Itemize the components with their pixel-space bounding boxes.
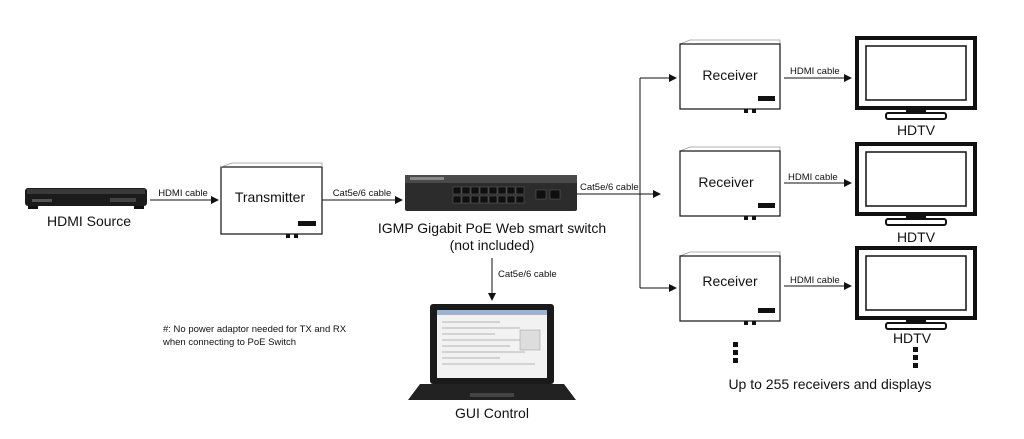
switch-note: (not included) bbox=[450, 237, 535, 253]
capacity-caption: Up to 255 receivers and displays bbox=[728, 376, 931, 392]
tv-icon bbox=[855, 246, 977, 330]
hdmi-cable-label: HDMI cable bbox=[158, 188, 208, 199]
hdmi-source-device bbox=[25, 188, 147, 209]
hdtv-2-label: HDTV bbox=[897, 229, 936, 245]
receiver-box bbox=[679, 146, 781, 220]
hdmi-label-3: HDMI cable bbox=[790, 275, 840, 286]
switch-label: IGMP Gigabit PoE Web smart switch bbox=[378, 220, 606, 236]
transmitter-label: Transmitter bbox=[235, 189, 306, 205]
transmitter-box bbox=[220, 162, 323, 238]
hdtv-1-label: HDTV bbox=[897, 122, 936, 138]
hdmi-label-1: HDMI cable bbox=[790, 66, 840, 77]
poe-note-line1: #: No power adaptor needed for TX and RX bbox=[163, 324, 347, 335]
laptop-icon bbox=[408, 304, 576, 400]
receiver-2-label: Receiver bbox=[698, 174, 754, 190]
receiver-box bbox=[679, 251, 781, 325]
gui-control-label: GUI Control bbox=[455, 405, 529, 421]
display-more-dots bbox=[913, 347, 918, 368]
tv-icon bbox=[855, 36, 977, 120]
poe-note-line2: when connecting to PoE Switch bbox=[162, 337, 296, 348]
receiver-1-label: Receiver bbox=[702, 67, 758, 83]
hdmi-source-label: HDMI Source bbox=[47, 213, 131, 229]
hdmi-label-2: HDMI cable bbox=[788, 172, 838, 183]
hdtv-3-label: HDTV bbox=[893, 330, 932, 346]
receiver-box bbox=[679, 39, 781, 113]
receiver-3-label: Receiver bbox=[702, 273, 758, 289]
tv-icon bbox=[855, 142, 977, 226]
receiver-more-dots bbox=[733, 342, 738, 363]
cat-cable-label-tx: Cat5e/6 cable bbox=[333, 188, 392, 199]
switch-device bbox=[405, 175, 577, 211]
cat-cable-label-pc: Cat5e/6 cable bbox=[498, 269, 557, 280]
cat-cable-label-rx: Cat5e/6 cable bbox=[580, 182, 639, 193]
